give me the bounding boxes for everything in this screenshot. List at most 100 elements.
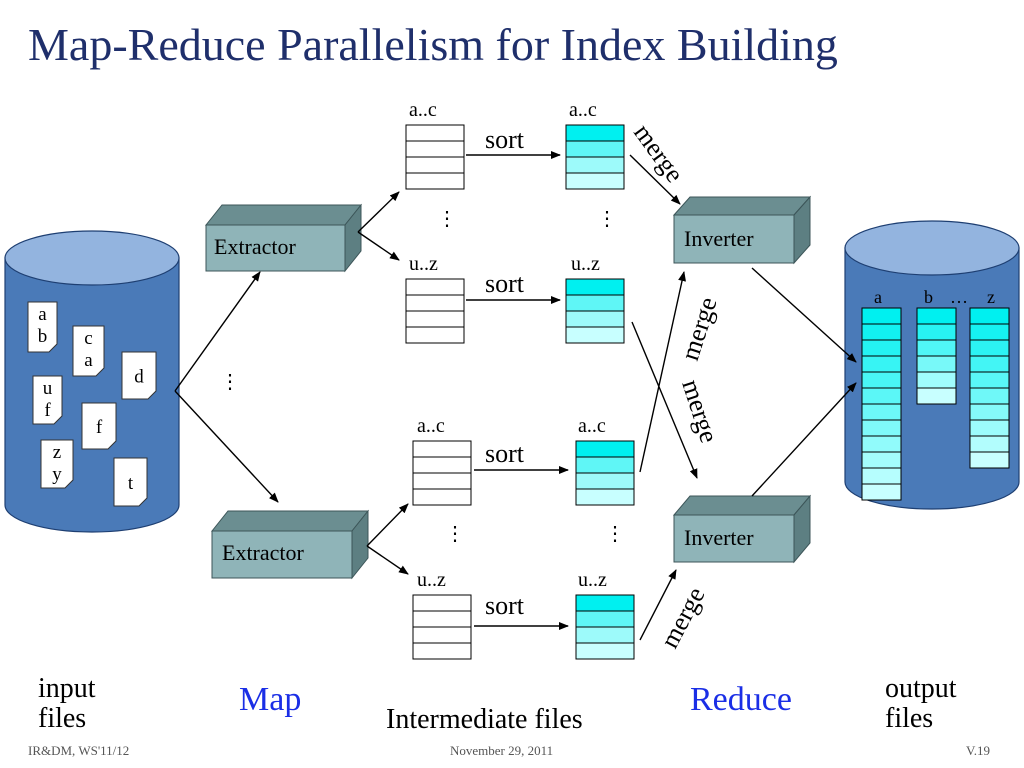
arrow [751, 382, 857, 497]
document-letter: d [134, 367, 144, 388]
sorted-file-stack [565, 278, 625, 344]
document-letter: a [84, 350, 93, 371]
arrow [366, 503, 409, 547]
range-label: u..z [417, 569, 446, 591]
map-label: Map [239, 681, 301, 718]
index-row [969, 419, 1010, 437]
file-row [565, 156, 625, 174]
index-row [861, 451, 902, 469]
file-row [412, 626, 472, 644]
index-row [861, 307, 902, 325]
sort-label: sort [485, 591, 525, 620]
index-row [916, 339, 957, 357]
document-letter: f [44, 400, 51, 421]
document-icon: uf [32, 375, 63, 425]
arrow [631, 321, 698, 479]
sorted-file-stack [565, 124, 625, 190]
footer-course: IR&DM, WS'11/12 [28, 743, 130, 758]
index-row [916, 387, 957, 405]
vertical-ellipsis: ⋮ [605, 523, 625, 545]
file-row [405, 172, 465, 190]
index-row [969, 307, 1010, 325]
range-label: a..c [409, 99, 437, 121]
file-row [575, 642, 635, 660]
arrow [357, 191, 400, 233]
file-row [412, 472, 472, 490]
footer-date: November 29, 2011 [450, 743, 554, 758]
output-label-a: a [874, 287, 882, 307]
reduce-label: Reduce [690, 681, 792, 718]
merge-label: merge [676, 376, 724, 446]
inverter-label: Inverter [684, 226, 754, 251]
index-row [861, 323, 902, 341]
extractor-label: Extractor [214, 234, 297, 259]
file-row [575, 472, 635, 490]
document-letter: u [43, 378, 53, 399]
document-letter: t [128, 473, 134, 494]
file-row [405, 140, 465, 158]
output-label-dots: … [950, 287, 968, 307]
file-row [412, 610, 472, 628]
file-row [565, 310, 625, 328]
file-row [575, 610, 635, 628]
page-title: Map-Reduce Parallelism for Index Buildin… [28, 19, 838, 70]
file-row [565, 326, 625, 344]
index-row [861, 387, 902, 405]
document-letter: f [96, 417, 103, 438]
document-letter: y [52, 464, 62, 485]
intermediate-file-stacks [405, 124, 635, 660]
index-row [916, 355, 957, 373]
inverter-box-top: Inverter [672, 195, 812, 265]
index-row [969, 403, 1010, 421]
arrow [751, 267, 857, 363]
input-files-label: files [38, 703, 86, 734]
index-row [969, 387, 1010, 405]
unsorted-file-stack [412, 440, 472, 506]
index-row [969, 435, 1010, 453]
file-row [565, 124, 625, 142]
document-icon: f [81, 402, 117, 450]
arrow [357, 231, 400, 261]
output-index-column [861, 307, 902, 501]
file-row [412, 456, 472, 474]
index-row [861, 419, 902, 437]
file-row [412, 440, 472, 458]
index-row [861, 339, 902, 357]
file-row [405, 124, 465, 142]
document-icon: zy [40, 439, 74, 489]
extractor-box-top: Extractor [204, 203, 363, 273]
file-row [412, 642, 472, 660]
file-row [575, 456, 635, 474]
file-row [565, 294, 625, 312]
footer-page-number: V.19 [966, 743, 990, 758]
extractor-box-bottom: Extractor [210, 509, 370, 580]
output-files-label: files [885, 703, 933, 734]
output-index-column [969, 307, 1010, 469]
output-label-b: b [924, 287, 933, 307]
file-row [405, 310, 465, 328]
file-row [405, 278, 465, 296]
index-row [969, 323, 1010, 341]
flow-arrows [174, 151, 857, 641]
unsorted-file-stack [405, 124, 465, 190]
document-icon: d [121, 351, 157, 400]
index-row [916, 323, 957, 341]
arrow [639, 569, 677, 641]
arrow [174, 390, 279, 503]
file-row [575, 594, 635, 612]
index-row [861, 435, 902, 453]
index-row [861, 355, 902, 373]
index-row [861, 467, 902, 485]
arrow [639, 271, 686, 473]
vertical-ellipsis: ⋮ [597, 208, 617, 230]
vertical-ellipsis: ⋮ [445, 523, 465, 545]
file-row [565, 278, 625, 296]
file-row [412, 594, 472, 612]
output-files-label: output [885, 673, 957, 704]
output-index-columns [861, 307, 1010, 501]
vertical-ellipsis: ⋮ [220, 371, 240, 393]
index-row [861, 403, 902, 421]
document-letter: a [38, 304, 47, 325]
document-icon: t [113, 457, 148, 507]
